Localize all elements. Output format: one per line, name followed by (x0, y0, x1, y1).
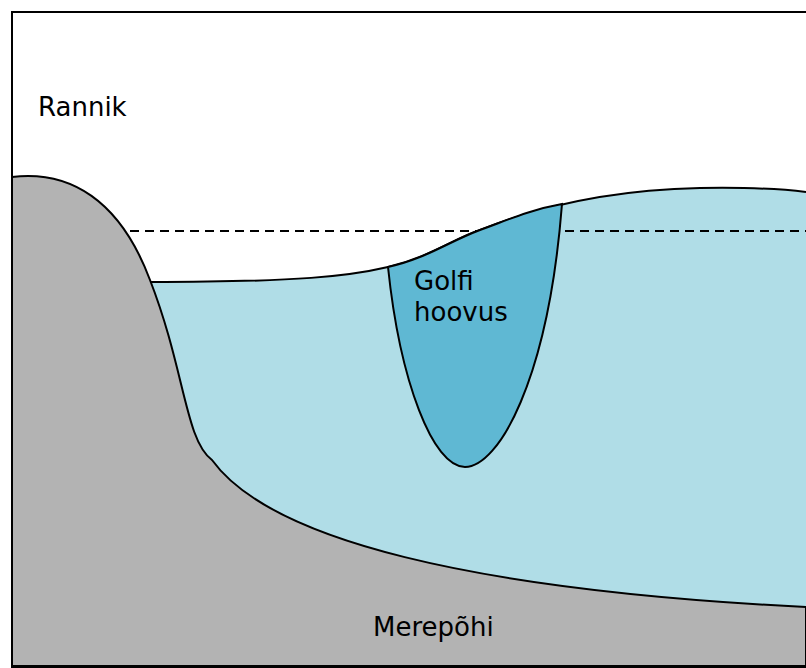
region-label: Rannik (38, 92, 127, 123)
shape-label: Golfi hoovus (414, 266, 508, 328)
current-shape: Golfi hoovus (388, 202, 562, 468)
shape-label: Merepõhi (373, 612, 494, 643)
sea-level-line (115, 230, 806, 232)
current-shape-outline (388, 202, 562, 468)
